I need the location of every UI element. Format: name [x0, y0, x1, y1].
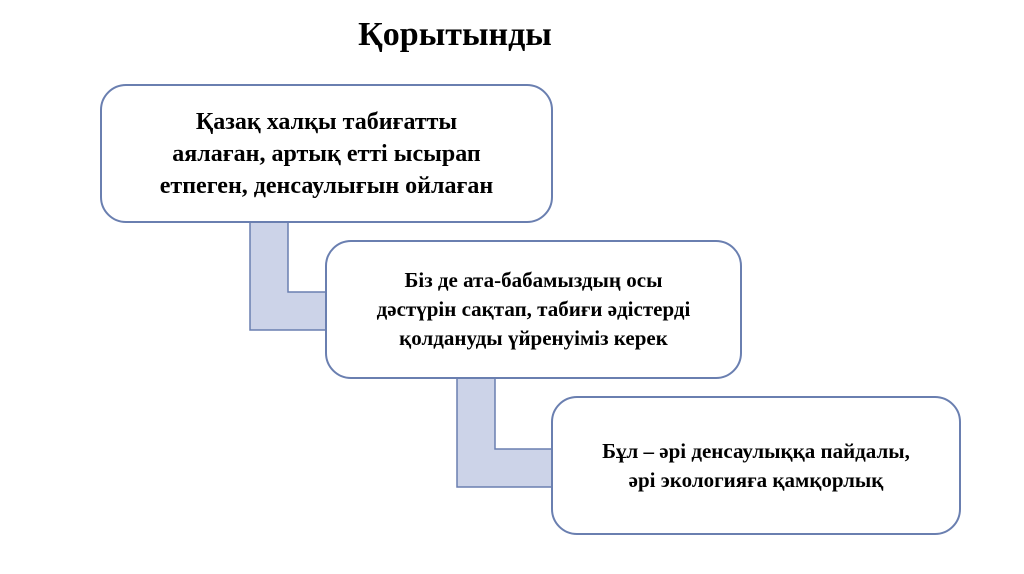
step-2-line: дәстүрін сақтап, табиғи әдістерді — [376, 297, 691, 321]
step-2-line: қолдануды үйренуіміз керек — [399, 326, 668, 350]
step-1-line: аялаған, артық етті ысырап — [172, 140, 481, 167]
step-3-line: әрі экологияға қамқорлық — [628, 467, 884, 492]
connector-1-icon — [249, 221, 327, 331]
step-box-2: Біз де ата-бабамыздың осы дәстүрін сақта… — [325, 240, 742, 379]
slide-title: Қорытынды — [358, 16, 552, 53]
step-1-line: Қазақ халқы табиғатты — [195, 108, 458, 135]
step-2-line: Біз де ата-бабамыздың осы — [404, 268, 663, 292]
connector-2-icon — [456, 377, 553, 488]
step-1-line: етпеген, денсаулығын ойлаған — [159, 172, 494, 199]
step-box-1: Қазақ халқы табиғатты аялаған, артық етт… — [100, 84, 553, 223]
step-3-line: Бұл – әрі денсаулыққа пайдалы, — [602, 438, 910, 463]
step-box-3: Бұл – әрі денсаулыққа пайдалы, әрі эколо… — [551, 396, 961, 535]
